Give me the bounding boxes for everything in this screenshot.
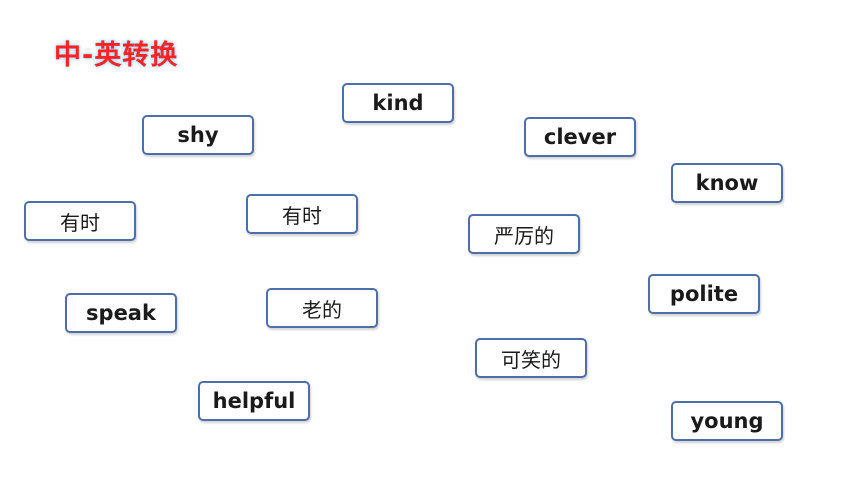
word-card-clever[interactable]: clever (524, 117, 636, 157)
word-card-young[interactable]: young (671, 401, 783, 441)
word-card-youshi-1[interactable]: 有时 (24, 201, 136, 241)
slide-title: 中-英转换 (54, 40, 179, 71)
word-card-helpful[interactable]: helpful (198, 381, 310, 421)
word-card-kexiao[interactable]: 可笑的 (475, 338, 587, 378)
word-card-polite[interactable]: polite (648, 274, 760, 314)
word-card-youshi-2[interactable]: 有时 (246, 194, 358, 234)
word-card-yanli[interactable]: 严厉的 (468, 214, 580, 254)
word-card-kind[interactable]: kind (342, 83, 454, 123)
word-card-shy[interactable]: shy (142, 115, 254, 155)
word-card-speak[interactable]: speak (65, 293, 177, 333)
word-card-know[interactable]: know (671, 163, 783, 203)
word-card-laode[interactable]: 老的 (266, 288, 378, 328)
